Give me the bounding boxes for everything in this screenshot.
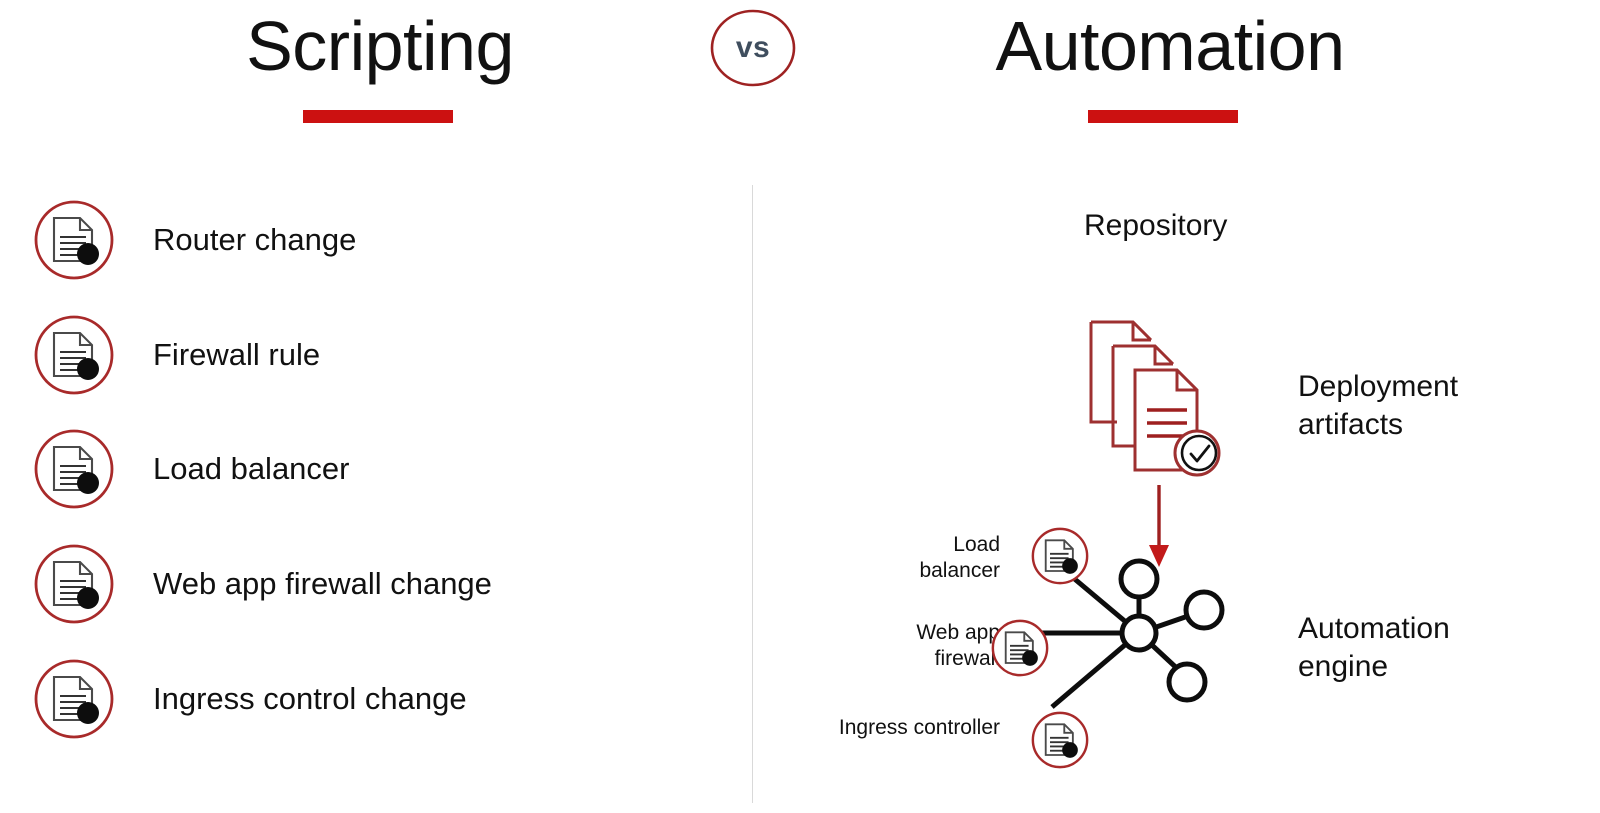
list-item[interactable]: Firewall rule: [32, 313, 320, 397]
list-item-label: Ingress control change: [153, 681, 467, 716]
ingress-controller-label-line1: Ingress controller: [838, 716, 1000, 739]
document-stack-check-icon: [1087, 318, 1227, 483]
web-app-firewall-label-line2: firewall: [934, 647, 1000, 670]
list-item[interactable]: Ingress control change: [32, 657, 467, 741]
document-icon: [32, 198, 116, 282]
list-item-label: Router change: [153, 222, 357, 257]
document-icon[interactable]: [1030, 526, 1090, 586]
automation-engine-label-line1: Automation: [1298, 612, 1450, 645]
list-item[interactable]: Router change: [32, 198, 356, 282]
load-balancer-label: Load balancer: [919, 532, 1000, 584]
versus-label: vs: [735, 31, 771, 64]
accent-bar-right: [1088, 110, 1238, 123]
automation-engine-label-line2: engine: [1298, 650, 1389, 683]
list-item[interactable]: Web app firewall change: [32, 542, 492, 626]
column-divider: [752, 185, 753, 803]
load-balancer-label-line2: balancer: [919, 559, 1000, 582]
web-app-firewall-label-line1: Web app: [916, 621, 1000, 644]
arrow-down-icon: [1144, 485, 1174, 571]
hub-and-spoke-icon: [1017, 558, 1237, 710]
list-item-label: Web app firewall change: [153, 566, 492, 601]
list-item-label: Load balancer: [153, 451, 350, 486]
deployment-artifacts-label-line2: artifacts: [1298, 408, 1404, 441]
load-balancer-label-line1: Load: [953, 533, 1000, 556]
document-icon: [32, 313, 116, 397]
document-icon[interactable]: [1030, 710, 1090, 770]
document-icon[interactable]: [990, 618, 1050, 678]
deployment-artifacts-label: Deployment artifacts: [1298, 368, 1458, 444]
document-icon: [32, 657, 116, 741]
document-icon: [32, 542, 116, 626]
automation-stage: Repository Dep: [752, 180, 1600, 813]
document-icon: [32, 427, 116, 511]
accent-bar-left: [303, 110, 453, 123]
web-app-firewall-label: Web app firewall: [916, 620, 1000, 672]
versus-circle-icon: [710, 9, 796, 87]
page-title-automation: Automation: [995, 7, 1345, 85]
list-item[interactable]: Load balancer: [32, 427, 350, 511]
repository-label: Repository: [1084, 209, 1228, 242]
automation-engine-label: Automation engine: [1298, 610, 1450, 686]
ingress-controller-label: Ingress controller: [839, 715, 1000, 741]
deployment-artifacts-label-line1: Deployment: [1298, 370, 1459, 403]
versus-badge: vs: [709, 8, 797, 88]
page-title-scripting: Scripting: [246, 7, 514, 85]
list-item-label: Firewall rule: [153, 337, 321, 372]
